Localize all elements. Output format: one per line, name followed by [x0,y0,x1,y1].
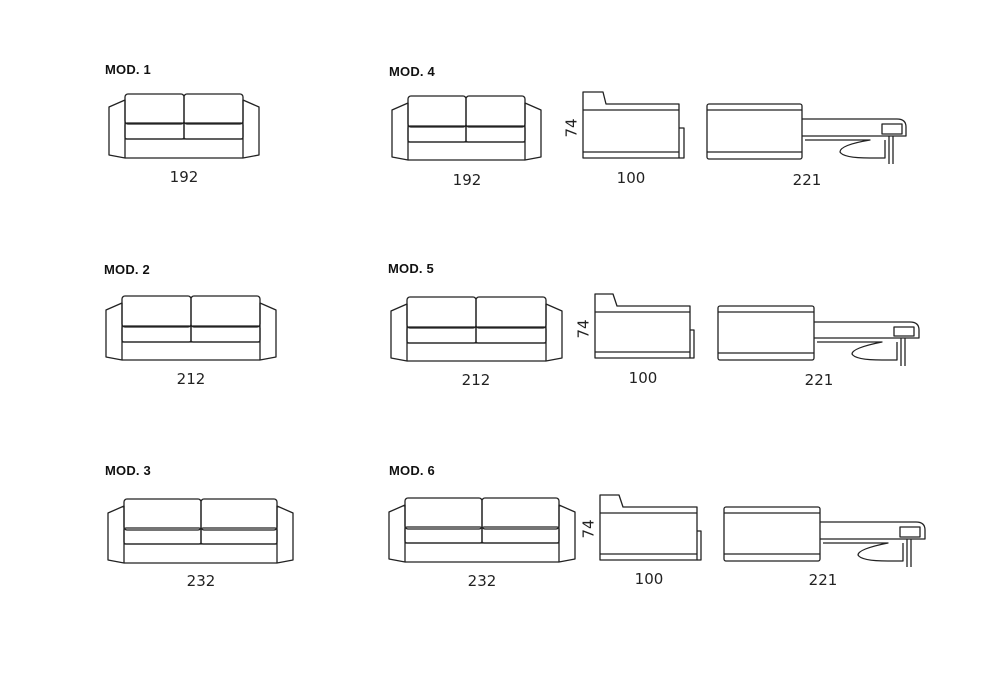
height-mod4: 74 [562,118,581,138]
model-title-mod5: MOD. 5 [388,261,434,276]
depth-mod5: 100 [628,369,658,387]
model-title-mod4: MOD. 4 [389,64,435,79]
front-width-mod2: 212 [176,370,206,388]
open-depth-mod6: 221 [808,571,838,589]
sofa-bed-open-mod6 [723,506,926,567]
open-depth-mod4: 221 [792,171,822,189]
model-title-mod3: MOD. 3 [105,463,151,478]
front-width-mod5: 212 [461,371,491,389]
sofa-side-mod6 [599,494,702,561]
open-depth-mod5: 221 [804,371,834,389]
depth-mod6: 100 [634,570,664,588]
sofa-side-mod5 [594,293,695,359]
model-title-mod6: MOD. 6 [389,463,435,478]
front-width-mod3: 232 [186,572,216,590]
sofa-bed-open-mod5 [717,305,920,366]
front-width-mod6: 232 [467,572,497,590]
sofa-front-mod5 [390,296,563,362]
front-width-mod1: 192 [169,168,199,186]
sofa-front-mod4 [391,95,542,161]
sofa-front-mod1 [108,93,260,159]
sofa-front-mod6 [388,497,576,563]
sofa-front-mod3 [107,498,294,564]
model-title-mod2: MOD. 2 [104,262,150,277]
sofa-side-mod4 [582,91,685,159]
depth-mod4: 100 [616,169,646,187]
sofa-front-mod2 [105,295,277,361]
height-mod6: 74 [579,519,598,539]
model-title-mod1: MOD. 1 [105,62,151,77]
sofa-bed-open-mod4 [706,103,907,164]
front-width-mod4: 192 [452,171,482,189]
height-mod5: 74 [574,319,593,339]
